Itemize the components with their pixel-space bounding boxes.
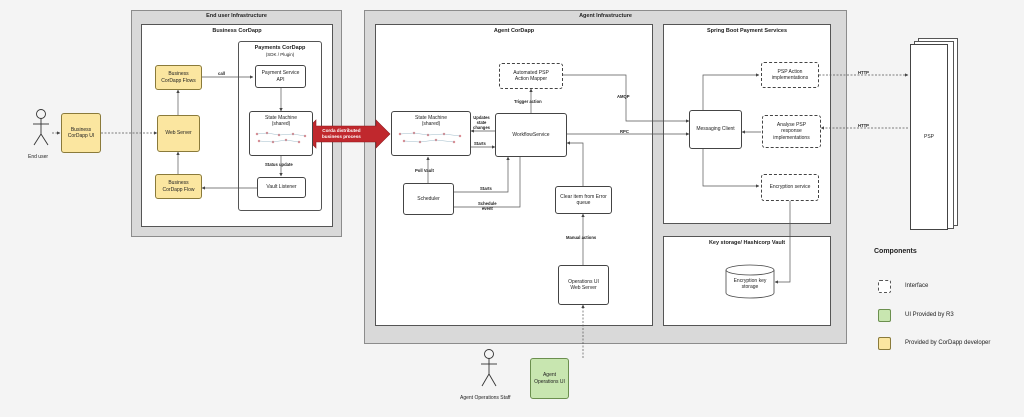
agent-cordapp-title: Agent CorDapp: [493, 28, 535, 34]
corda-distributed-label: Corda distributed business process: [322, 128, 361, 139]
state-machine-left[interactable]: State Machine (shared): [249, 111, 313, 156]
legend-r3-label: UI Provided by R3: [905, 312, 954, 318]
vault-listener[interactable]: Vault Listener: [257, 177, 306, 198]
business-cordapp-ui[interactable]: Business CorDapp UI: [61, 113, 101, 153]
psp-box: PSP: [910, 44, 948, 230]
rpc-label: RPC: [620, 129, 629, 134]
legend-interface-swatch: [878, 280, 891, 293]
encryption-key-storage-label: Encryption key storage: [733, 277, 767, 290]
encryption-service[interactable]: Encryption service: [761, 174, 819, 201]
analyse-psp-response[interactable]: Analyse PSP response implementations: [762, 115, 821, 148]
http-bottom-label: HTTP: [858, 123, 869, 128]
payment-service-api[interactable]: Payment Service API: [255, 65, 306, 88]
legend-title: Components: [874, 248, 917, 255]
state-machine-right[interactable]: State Machine (shared): [391, 111, 471, 156]
end-user-figure: [33, 109, 49, 146]
spring-boot-title: Spring Boot Payment Services: [706, 28, 788, 34]
state-machine-left-graphic: [255, 131, 307, 143]
http-top-label: HTTP: [858, 70, 869, 75]
agent-operations-ui[interactable]: Agent Operations UI: [530, 358, 569, 399]
updates-state-changes-label: Updates state changes: [473, 115, 490, 131]
agent-staff-label: Agent Operations Staff: [460, 395, 511, 401]
clear-item-error-queue[interactable]: Clear item from Error queue: [555, 186, 612, 214]
starts-bottom-label: Starts: [480, 186, 492, 191]
manual-actions-label: Manual actions: [566, 235, 597, 240]
scheduler[interactable]: Scheduler: [403, 183, 454, 215]
key-storage-title: Key storage/ Hashicorp Vault: [708, 240, 786, 246]
messaging-client[interactable]: Messaging Client: [689, 110, 742, 149]
end-user-infrastructure-title: End user Infrastructure: [206, 13, 267, 19]
amqp-label: AMQP: [617, 94, 630, 99]
legend-interface-label: Interface: [905, 283, 929, 289]
state-machine-right-graphic: [398, 131, 462, 143]
agent-staff-figure: [481, 349, 497, 387]
business-cordapp-flows[interactable]: Business CorDapp Flows: [155, 65, 202, 90]
poll-vault-label: Poll Vault: [415, 168, 434, 173]
payments-cordapp-title: Payments CorDapp: [254, 45, 306, 51]
web-server[interactable]: Web Server: [157, 115, 200, 152]
psp-action-implementations[interactable]: PSP Action implementations: [761, 62, 819, 88]
corda-distributed-arrow: [301, 119, 391, 149]
legend-r3-swatch: [878, 309, 891, 322]
key-storage-cylinder: [725, 264, 775, 299]
schedule-event-label: Schedule event: [478, 201, 497, 212]
status-update-label: Status update: [265, 162, 293, 167]
agent-infrastructure-title: Agent Infrastructure: [579, 13, 632, 19]
legend-developer-label: Provided by CorDapp developer: [905, 340, 991, 346]
starts-top-label: Starts: [474, 141, 486, 146]
legend-developer-swatch: [878, 337, 891, 350]
end-user-label: End user: [28, 154, 49, 160]
automated-psp-action-mapper[interactable]: Automated PSP Action Mapper: [499, 63, 563, 89]
operations-ui-web-server[interactable]: Operations UI Web Server: [558, 265, 609, 305]
business-cordapp-flow[interactable]: Business CorDapp Flow: [155, 174, 202, 199]
payments-cordapp-subtitle: (SDK / Plugin): [265, 52, 295, 57]
trigger-action-label: Trigger action: [514, 99, 542, 104]
business-cordapp-title: Business CorDapp: [212, 28, 262, 34]
call-label: call: [218, 71, 225, 76]
workflow-service[interactable]: WorkflowService: [495, 113, 567, 157]
